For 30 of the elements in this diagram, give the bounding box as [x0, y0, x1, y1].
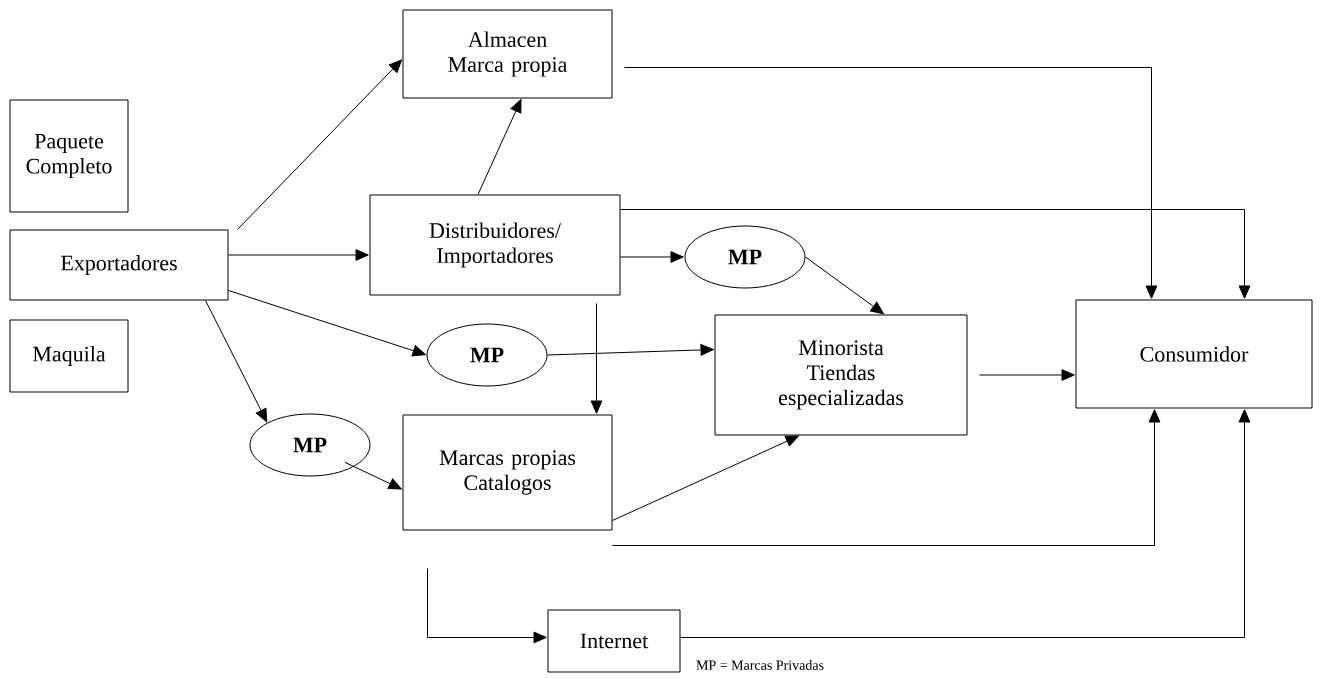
- ellipse-node: MP: [249, 413, 371, 477]
- process-box: Consumidor: [1075, 299, 1313, 409]
- process-box: Almacen Marca propia: [402, 9, 613, 99]
- arrow: [237, 59, 403, 230]
- arrow: [547, 344, 714, 356]
- process-box: Maquila: [9, 319, 129, 393]
- arrow: [477, 99, 522, 195]
- process-box: Marcas propias Catalogos: [402, 414, 613, 531]
- arrow: [590, 303, 603, 414]
- arrow: [620, 209, 1251, 299]
- process-box: Paquete Completo: [9, 99, 129, 213]
- arrow: [205, 300, 268, 423]
- arrow: [344, 461, 402, 490]
- arrow: [805, 256, 884, 315]
- arrow: [620, 251, 684, 263]
- ellipse-node: MP: [684, 225, 806, 289]
- arrow: [680, 409, 1251, 638]
- process-box: Minorista Tiendas especializadas: [714, 314, 968, 436]
- process-box: Distribuidores/ Importadores: [369, 194, 621, 296]
- process-box: Internet: [547, 609, 681, 673]
- arrow: [979, 369, 1075, 381]
- arrow: [612, 409, 1161, 546]
- ellipse-node: MP: [426, 323, 548, 387]
- arrow: [427, 568, 547, 644]
- arrow: [624, 67, 1158, 299]
- arrow: [228, 249, 369, 261]
- process-box: Exportadores: [9, 229, 229, 301]
- arrow: [612, 435, 799, 521]
- arrow: [228, 290, 426, 357]
- note-text: MP = Marcas Privadas: [696, 660, 824, 670]
